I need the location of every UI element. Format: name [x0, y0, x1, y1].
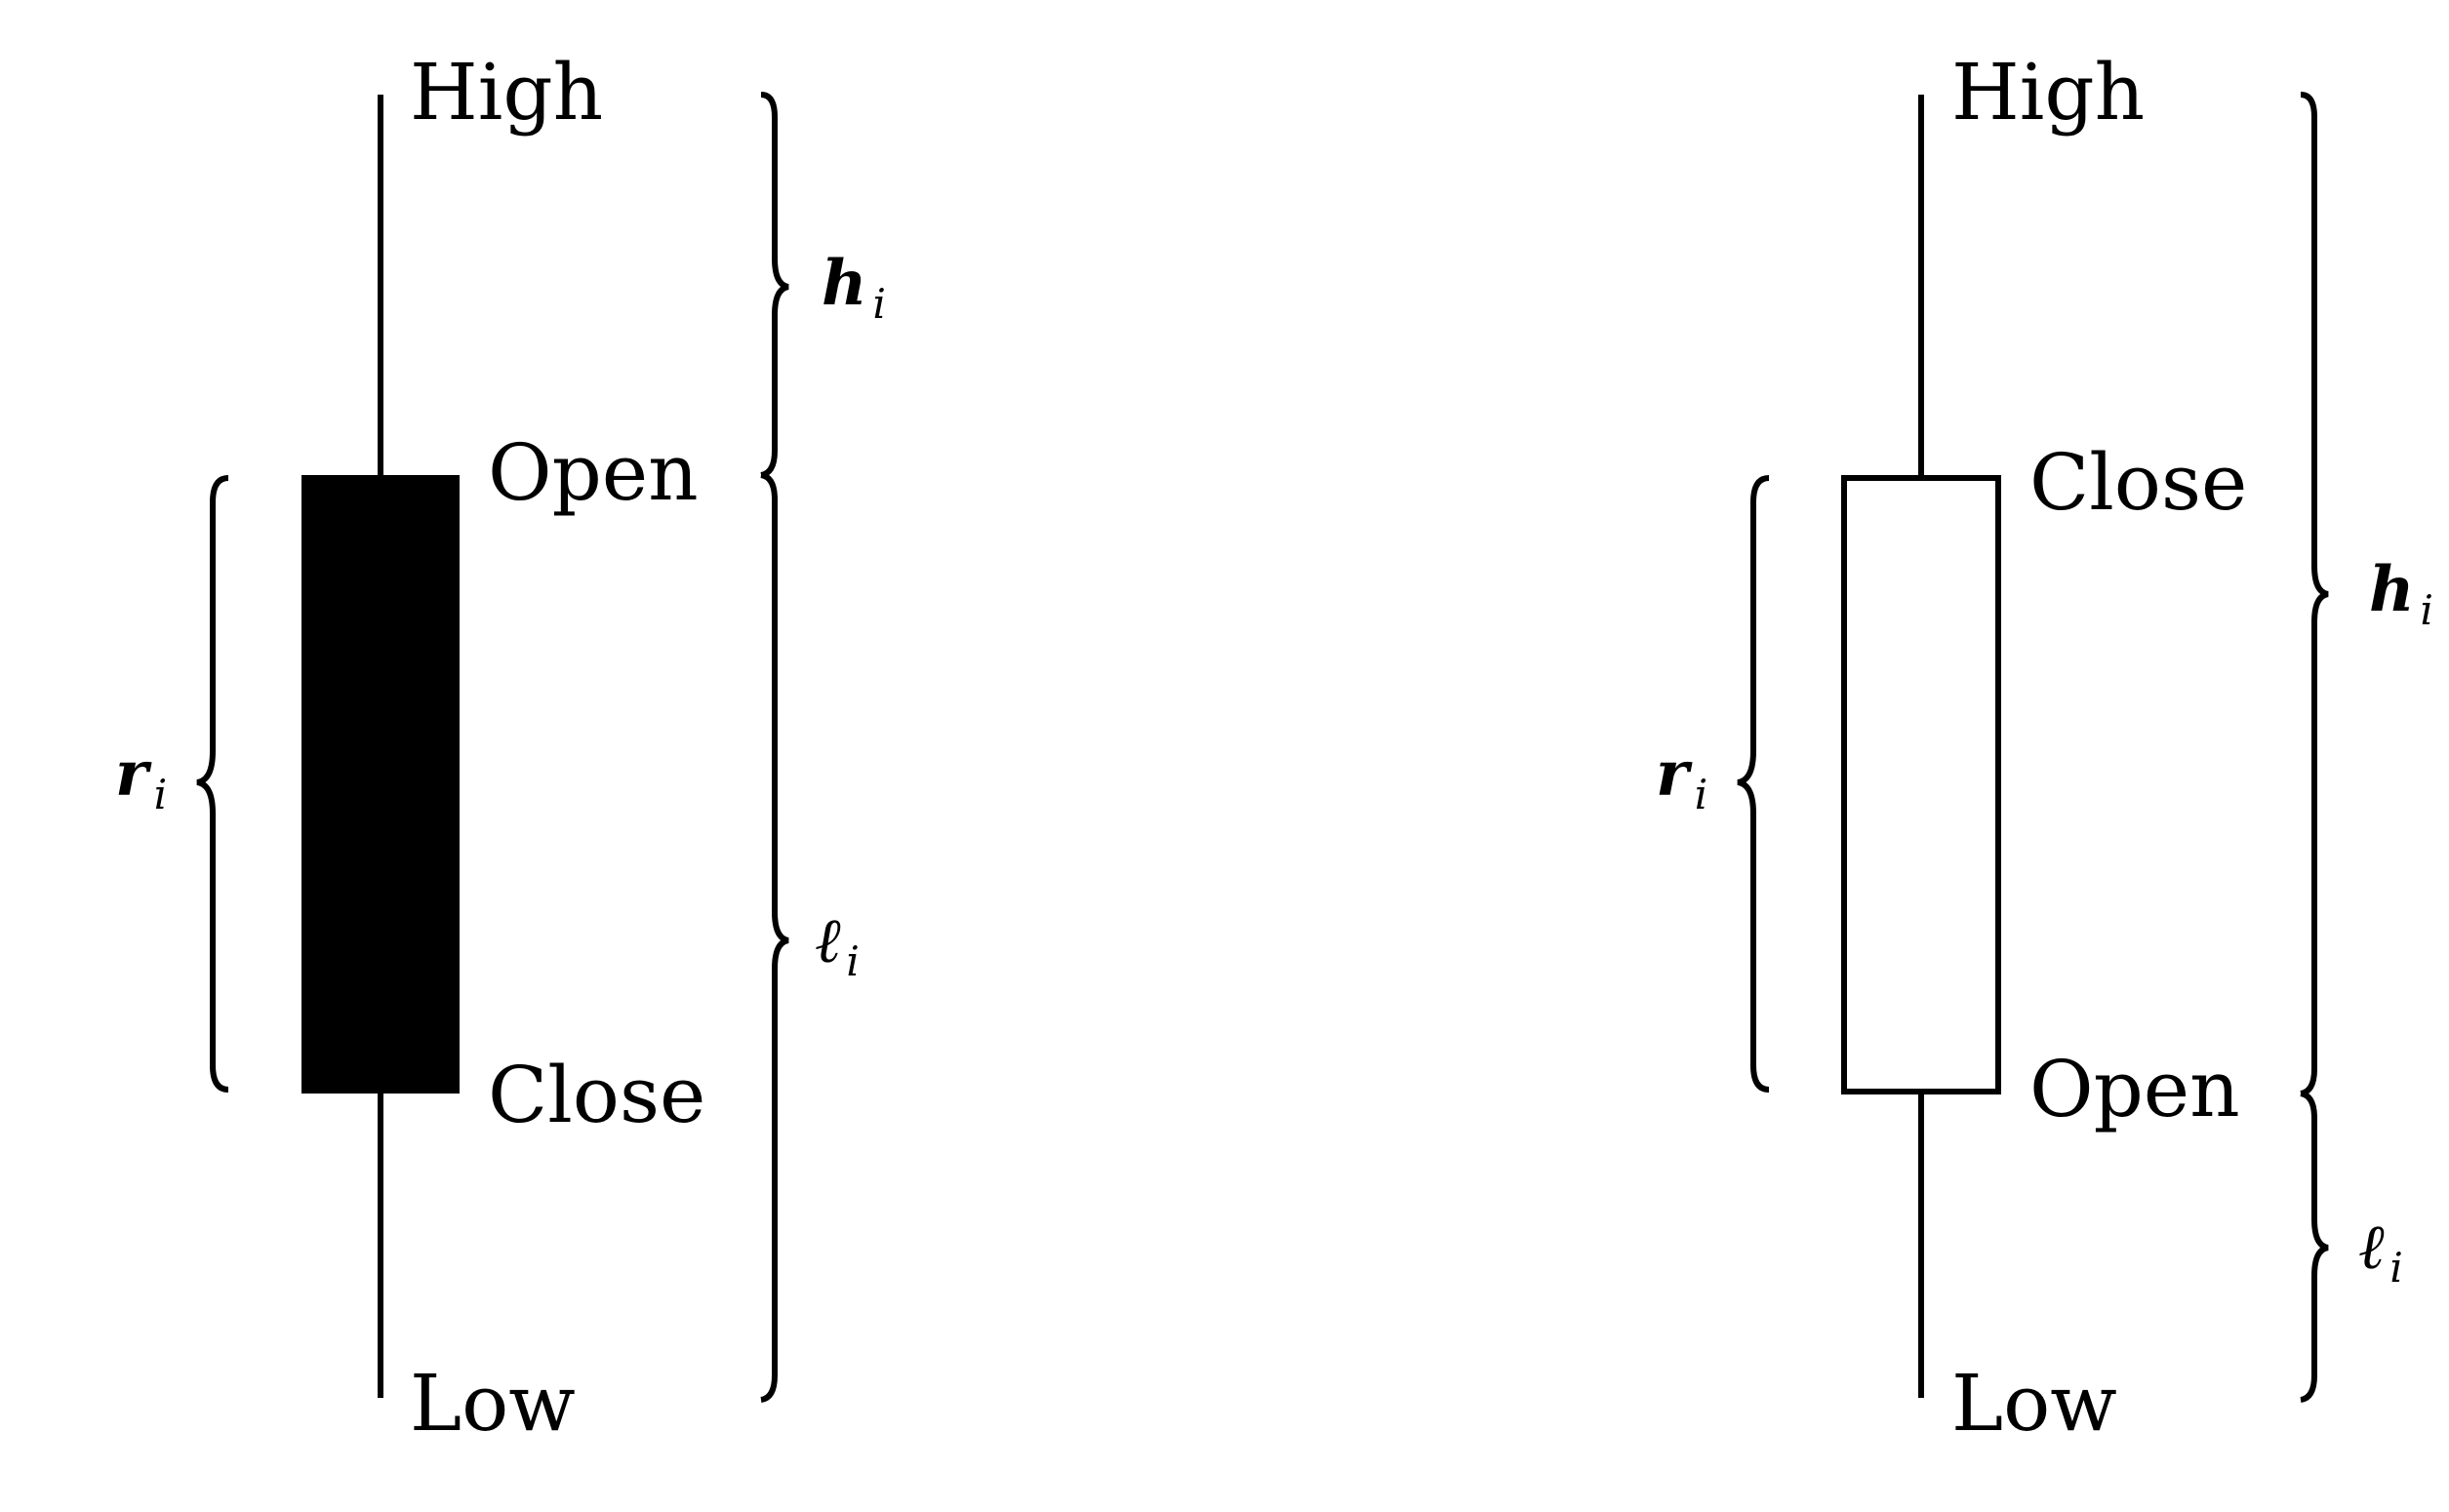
right-range-brace	[1737, 475, 1770, 1093]
right-body-top-label: Close	[2029, 437, 2247, 528]
left-lower-brace	[760, 472, 789, 1403]
right-low-label: Low	[1951, 1358, 2117, 1449]
left-lower-brace-label: ℓi	[816, 904, 860, 985]
left-upper-brace	[760, 92, 789, 478]
right-high-label: High	[1951, 47, 2145, 138]
left-low-label: Low	[410, 1358, 576, 1449]
left-high-label: High	[410, 47, 603, 138]
right-candle-body	[1841, 475, 2001, 1094]
left-body-bottom-label: Close	[488, 1050, 705, 1140]
right-lower-brace	[2300, 1091, 2329, 1403]
right-body-bottom-label: Open	[2029, 1044, 2240, 1134]
left-candle-body	[301, 475, 460, 1094]
right-upper-brace	[2300, 92, 2329, 1096]
left-body-top-label: Open	[488, 427, 699, 518]
right-lower-brace-label: ℓi	[2359, 1211, 2403, 1292]
left-range-brace	[196, 475, 229, 1093]
